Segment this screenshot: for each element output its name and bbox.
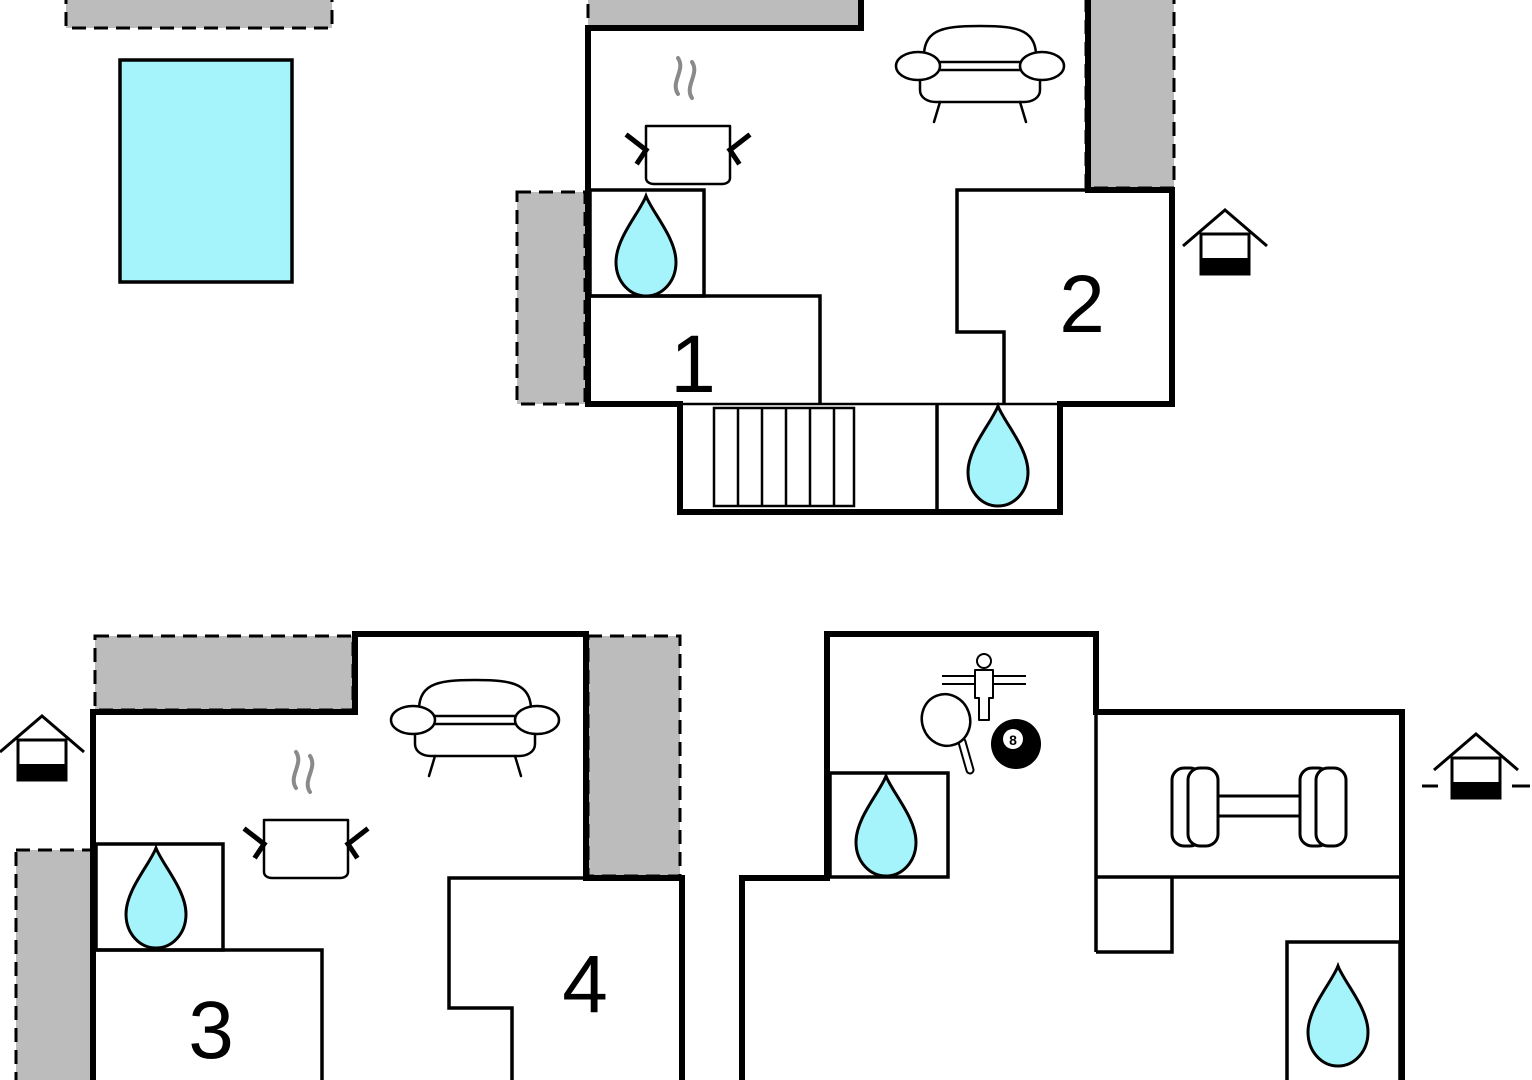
floor-bottom-left: 3 4 [0,631,685,1080]
terrace-right [586,634,682,878]
swimming-pool [118,58,294,284]
terrace-left-side [515,190,587,406]
bedroom-3-wall [96,948,324,1080]
house-entrance-icon [1422,732,1530,800]
billiard-ball-icon: 8 [991,719,1041,769]
billiard-number: 8 [1009,732,1017,748]
room-number-4: 4 [562,939,608,1030]
room-number-3: 3 [188,985,234,1076]
water-drop-icon [614,194,678,298]
outer-wall-bottom-right [739,631,1405,1080]
bedroom-1-wall [590,294,822,404]
terrace-top-left [64,0,334,30]
dumbbell-icon [1170,766,1348,848]
bedroom-2-wall [955,188,1086,404]
floor-bottom-right: 8 [739,631,1530,1080]
outer-wall-bottom-left [90,631,685,1080]
bathroom-3-wall [1285,940,1402,1080]
staircase [712,406,856,508]
sofa-icon [894,24,1066,124]
house-entrance-icon [0,714,86,782]
terrace-left [14,848,94,1080]
table-tennis-icon [920,692,975,775]
room-number-2: 2 [1059,259,1105,350]
terrace-top-middle [586,0,863,30]
outer-wall-top [585,0,1175,515]
table-football-icon [942,653,1026,721]
bedroom-4-wall [447,876,584,1080]
terrace-top-right [1084,0,1176,190]
closet-wall [1096,877,1174,954]
water-drop-icon [854,774,918,878]
room-number-1: 1 [670,319,716,410]
sofa-icon [389,678,561,778]
water-drop-icon [966,404,1030,508]
floor-top: 1 2 [64,0,1269,515]
cooking-pot-icon [246,752,366,878]
water-drop-icon [124,846,188,950]
water-drop-icon [1306,964,1370,1068]
terrace-top [93,634,355,712]
house-entrance-icon [1181,208,1269,276]
cooking-pot-icon [628,58,748,184]
